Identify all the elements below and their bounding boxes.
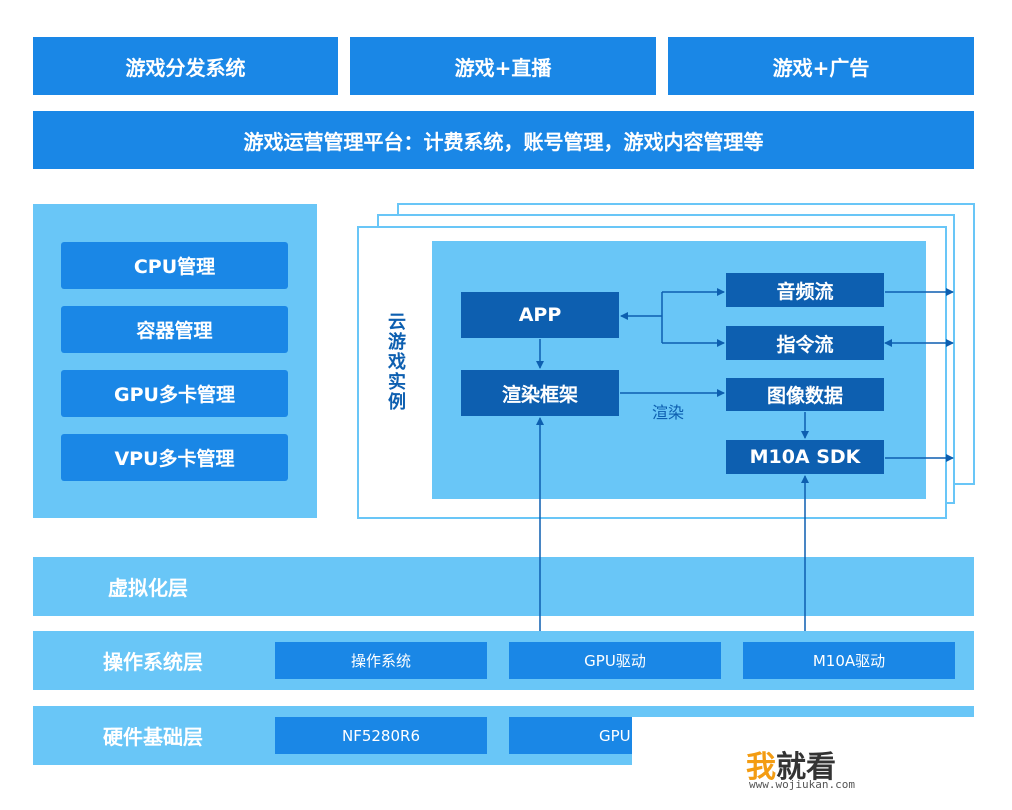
nf5280r6-chip: NF5280R6 <box>275 717 487 754</box>
os-chip: 操作系统 <box>275 642 487 679</box>
top-box-live: 游戏+直播 <box>350 37 656 95</box>
cloud-instance-label: 云游戏实例 <box>385 312 406 412</box>
cpu-management: CPU管理 <box>61 242 288 289</box>
vpu-management: VPU多卡管理 <box>61 434 288 481</box>
watermark-url: www.wojiukan.com <box>749 778 855 791</box>
watermark-logo-rest: 就看 <box>776 750 836 785</box>
os-layer-label: 操作系统层 <box>103 650 203 674</box>
virtualization-label: 虚拟化层 <box>108 576 188 600</box>
watermark-cover <box>632 717 1012 810</box>
top-box-ads: 游戏+广告 <box>668 37 974 95</box>
image-data-box: 图像数据 <box>726 378 884 411</box>
app-box: APP <box>461 292 619 338</box>
m10a-driver-chip: M10A驱动 <box>743 642 955 679</box>
watermark-logo: 我就看 <box>746 742 836 786</box>
command-stream-box: 指令流 <box>726 326 884 360</box>
audio-stream-box: 音频流 <box>726 273 884 307</box>
gpu-management: GPU多卡管理 <box>61 370 288 417</box>
gpu-driver-chip: GPU驱动 <box>509 642 721 679</box>
watermark-logo-char: 我 <box>746 750 776 785</box>
virtualization-layer <box>33 557 974 616</box>
platform-bar: 游戏运营管理平台：计费系统，账号管理，游戏内容管理等 <box>33 111 974 169</box>
render-edge-label: 渲染 <box>652 403 685 422</box>
top-box-distribution: 游戏分发系统 <box>33 37 338 95</box>
m10a-sdk-box: M10A SDK <box>726 440 884 474</box>
render-framework-box: 渲染框架 <box>461 370 619 416</box>
hardware-layer-label: 硬件基础层 <box>103 725 203 749</box>
container-management: 容器管理 <box>61 306 288 353</box>
